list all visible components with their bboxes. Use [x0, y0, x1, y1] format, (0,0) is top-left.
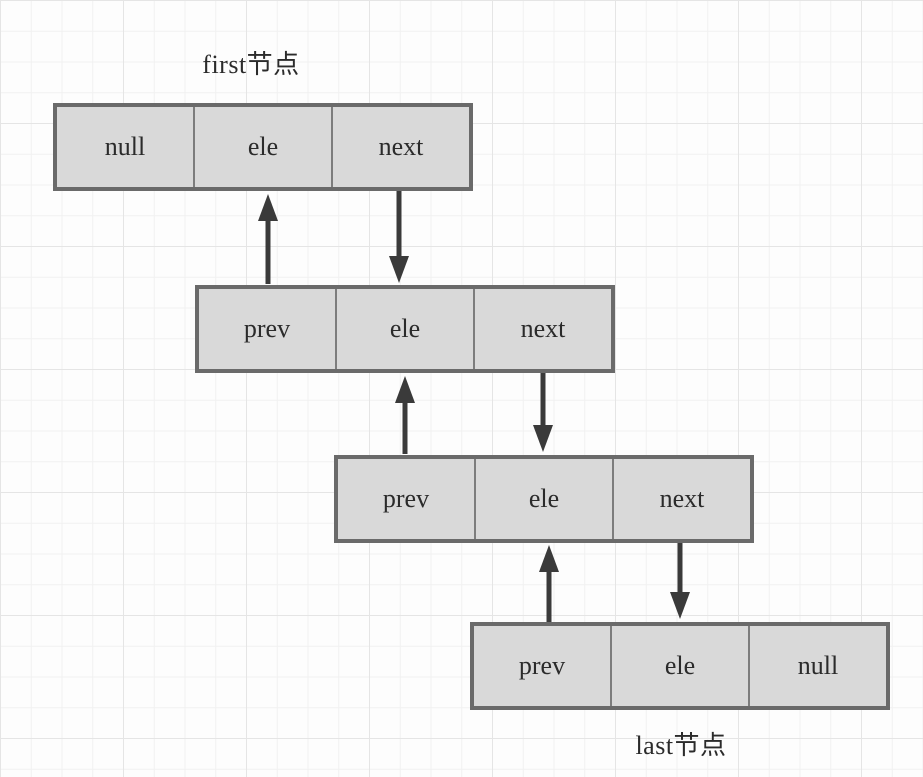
- cell-prev: prev: [474, 626, 612, 706]
- cell-next: next: [520, 314, 566, 343]
- cell-ele: ele: [195, 107, 333, 187]
- arrow-head-down-icon: [533, 425, 553, 452]
- arrow-node3-next-to-node4: [669, 543, 691, 619]
- arrow-head-up-icon: [258, 194, 278, 221]
- arrow-node2-prev-to-node1: [257, 194, 279, 284]
- arrow-shaft: [265, 214, 271, 284]
- arrow-node2-next-to-node3: [532, 373, 554, 452]
- arrow-shaft: [396, 191, 402, 263]
- cell-ele: ele: [612, 626, 750, 706]
- first-node-label: first节点: [202, 50, 300, 79]
- arrow-head-up-icon: [539, 545, 559, 572]
- last-node: prev ele null: [470, 622, 890, 710]
- middle-node-2: prev ele next: [334, 455, 754, 543]
- cell-next: next: [378, 132, 424, 161]
- cell-prev-null: null: [57, 107, 195, 187]
- arrow-head-up-icon: [395, 376, 415, 403]
- arrow-node1-next-to-node2: [388, 191, 410, 283]
- arrow-node4-prev-to-node3: [538, 545, 560, 622]
- last-node-label: last节点: [635, 731, 727, 760]
- cell-prev: prev: [338, 459, 476, 539]
- cell-next: next: [659, 484, 705, 513]
- arrow-shaft: [402, 396, 408, 454]
- cell-next-null: null: [797, 651, 839, 680]
- cell-ele: ele: [337, 289, 475, 369]
- first-node: null ele next: [53, 103, 473, 191]
- arrow-head-down-icon: [389, 256, 409, 283]
- arrow-shaft: [546, 565, 552, 622]
- arrow-head-down-icon: [670, 592, 690, 619]
- arrow-shaft: [540, 373, 546, 432]
- arrow-shaft: [677, 543, 683, 599]
- cell-prev: prev: [199, 289, 337, 369]
- middle-node-1: prev ele next: [195, 285, 615, 373]
- arrow-node3-prev-to-node2: [394, 376, 416, 454]
- cell-ele: ele: [476, 459, 614, 539]
